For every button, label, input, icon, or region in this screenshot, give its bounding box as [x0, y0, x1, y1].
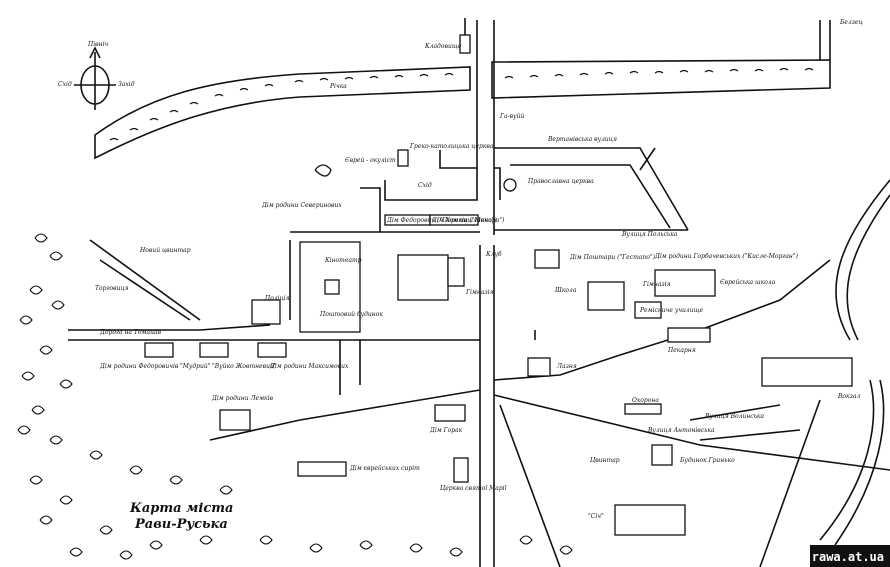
- orthodox-label: Православна церква: [527, 178, 594, 185]
- trees: [17, 233, 573, 560]
- police-label: Поліція: [264, 295, 290, 302]
- river-ripples: [109, 67, 814, 141]
- budynok-grinko: [651, 444, 673, 466]
- street-chernyatina: Новий цвинтар: [139, 247, 191, 254]
- sich-label: "Січ": [588, 513, 604, 520]
- gymnasium-building: [397, 254, 449, 301]
- street-bazar: Вертанівська вулиця: [547, 136, 617, 143]
- church-label: Греко-католицька церква: [409, 143, 494, 150]
- oculist-tree-icon: [314, 164, 332, 177]
- house-fedorovych-label: Дім родини Федоровичів: [99, 363, 179, 370]
- compass-arrow-icon: [89, 46, 101, 59]
- kvarta-label: Кінотеатр: [324, 257, 362, 264]
- house-mudryi-label: "Мудрий": [180, 363, 211, 370]
- kinder-label: Клуб: [485, 251, 502, 258]
- house-zemlyak: [429, 214, 479, 226]
- house-maksymovi: [257, 342, 287, 358]
- family-house-label: Дім родини Горбачевських ("Кисле-Морган"…: [654, 253, 799, 260]
- station-building: [761, 357, 853, 387]
- river: Річка: [94, 59, 831, 160]
- bath-building: [527, 357, 551, 377]
- new-school: [634, 301, 662, 319]
- church-m: [453, 457, 469, 483]
- railway: [819, 179, 890, 546]
- gymnasium-mozh-label: Гімназія: [642, 281, 671, 288]
- old-synagogue: [534, 249, 560, 269]
- house-mudryi: [199, 342, 229, 358]
- compass-east-label: Захід: [118, 81, 135, 88]
- top-church-icon: [459, 34, 471, 54]
- compass-north-label: Північ: [87, 41, 109, 48]
- river-left: [94, 66, 471, 160]
- church-m-label: Церква святої Марії: [440, 485, 508, 492]
- old-synagogue-label: Дім Поштари ("Гестапо"): [569, 254, 656, 261]
- house-vuyko-label: "Вуйко Жовтневий": [212, 363, 277, 370]
- house-tulman-label: Дім Федорович ("Перемишлянка"): [386, 217, 498, 224]
- bakery-label: Пекарня: [667, 347, 696, 354]
- map-title: Карта міста Рави-Руська: [129, 501, 233, 532]
- river-label: Річка: [329, 83, 347, 90]
- roads: [68, 20, 890, 567]
- top-church-label: Кладовище: [424, 43, 462, 50]
- map-title-line2: Рави-Руська: [134, 517, 228, 532]
- compass-west-label: Схід: [58, 81, 72, 88]
- kaplyca-label: Дім родини Северинових: [261, 202, 342, 209]
- bath-label: Лазня: [556, 363, 577, 370]
- gym-label: Поштовий будинок: [319, 311, 383, 318]
- belzets-label: Белзец: [839, 19, 863, 26]
- street-v-label: Вулиця Волинська: [704, 413, 765, 420]
- ohorona-label: Охорона: [632, 397, 659, 404]
- gymnasium-label: Гімназія: [465, 289, 494, 296]
- family-house: [654, 269, 716, 297]
- house-horak-label: Дім Горак: [429, 427, 463, 434]
- house-fedorovych: [144, 342, 174, 358]
- house-lemky: [219, 409, 251, 431]
- orphans-label: Дім єврейських сиріт: [349, 465, 420, 472]
- ohorona-building: [624, 403, 662, 415]
- house-lemky-label: Дім родини Лемків: [211, 395, 274, 402]
- street-vyhon-label: Вулиця Антонівська: [647, 427, 715, 434]
- school-label: Школа: [554, 287, 577, 294]
- watermark-text: rawa.at.ua: [811, 550, 884, 564]
- top-church: Кладовище: [424, 18, 471, 54]
- church-icon: [397, 149, 409, 167]
- street-tarhovyj: Торговиця: [95, 285, 129, 292]
- station-label: Вокзал: [837, 393, 860, 400]
- police-building: [251, 299, 281, 325]
- sich-building: [614, 504, 686, 536]
- grinko-label: Будинок Гринько: [679, 457, 735, 464]
- oculist-label: Єврей - окуліст: [345, 157, 396, 164]
- watermark-box: rawa.at.ua: [810, 545, 890, 567]
- buildings: [144, 149, 853, 536]
- jewish-school-label: Єврейська школа: [720, 279, 776, 286]
- new-school-label: Ремісниче училище: [639, 307, 704, 314]
- street-skhid: Схід: [418, 182, 432, 189]
- street-hlynna: Вулиця Польська: [621, 231, 678, 238]
- street-kopernik: Дорога на Томашів: [99, 329, 162, 336]
- orthodox-church-icon: [503, 178, 517, 192]
- house-zemlyak-label: Дім Хомків ("Менора"): [431, 217, 505, 224]
- river-right: [491, 59, 831, 99]
- map-labels: Га-вуйй Вертанівська вулиця Греко-католи…: [95, 19, 863, 520]
- school-building: [587, 281, 625, 311]
- map-title-line1: Карта міста: [129, 501, 233, 516]
- komarove-label: Цвинтар: [590, 457, 620, 464]
- house-orphans: [297, 461, 347, 477]
- street-gai: Га-вуйй: [499, 113, 524, 120]
- compass-rose: Північ Схід Захід: [58, 41, 135, 110]
- house-horak: [434, 404, 466, 422]
- bakery-building: [667, 327, 711, 343]
- house-maksymovi-label: Дім родини Максимових: [269, 363, 349, 370]
